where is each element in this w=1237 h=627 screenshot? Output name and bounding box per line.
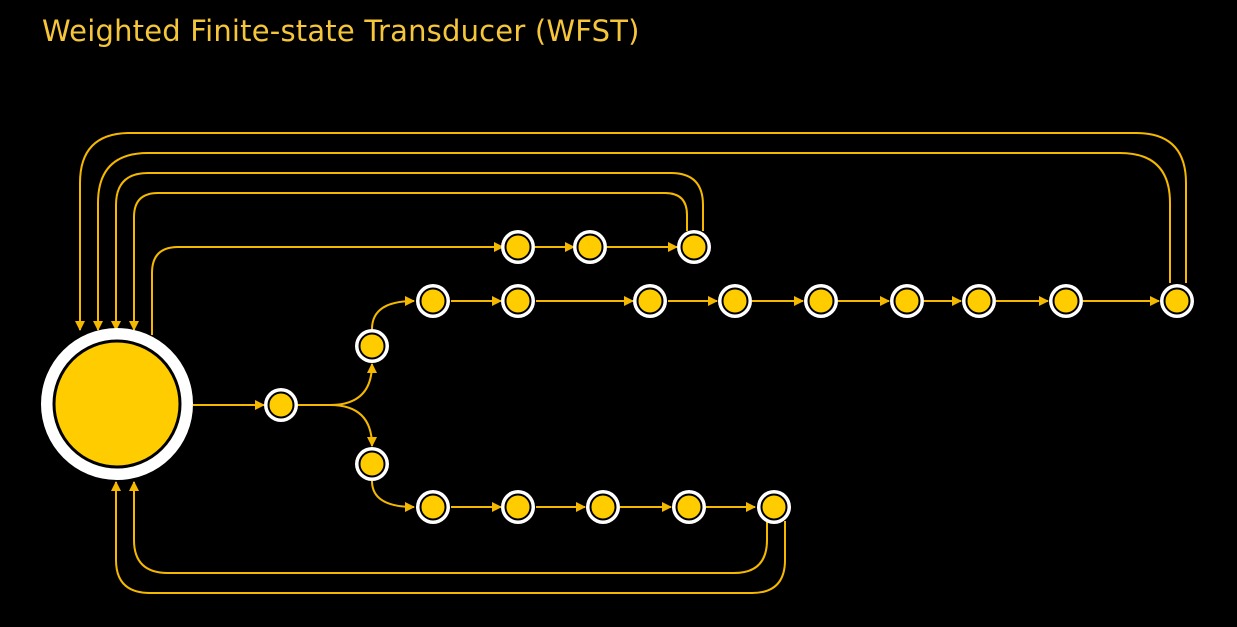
edge-middle-split-to-1 <box>371 296 415 330</box>
state-middle-2 <box>501 284 535 318</box>
state-lower-final <box>757 490 791 524</box>
edge-lower-split-to-1 <box>371 480 415 512</box>
state-middle-5 <box>804 284 838 318</box>
state-upper-2 <box>573 230 607 264</box>
loopback-edge-lower-final <box>129 481 768 574</box>
state-middle-1 <box>416 284 450 318</box>
loopback-edge-lower-final-2 <box>111 481 786 594</box>
state-lower-4 <box>672 490 706 524</box>
state-middle-split <box>355 329 389 363</box>
state-middle-3 <box>633 284 667 318</box>
state-middle-final <box>1160 284 1194 318</box>
start-state-core <box>52 339 182 469</box>
slide-title: Weighted Finite-state Transducer (WFST) <box>42 14 640 48</box>
state-middle-4 <box>718 284 752 318</box>
loopback-edge-middle-final-2 <box>93 152 1171 331</box>
loopback-edge-middle-final <box>75 132 1187 331</box>
edge-hub-to-middle <box>297 363 377 406</box>
transition-edges <box>75 132 1187 594</box>
loopback-edge-upper-final-2 <box>129 192 688 331</box>
edge-start-to-upper <box>151 242 504 335</box>
state-lower-split <box>355 447 389 481</box>
state-middle-8 <box>1049 284 1083 318</box>
states <box>41 230 1194 524</box>
state-lower-3 <box>586 490 620 524</box>
state-middle-6 <box>890 284 924 318</box>
edge-hub-to-lower <box>297 404 377 447</box>
state-middle-7 <box>962 284 996 318</box>
state-upper-1 <box>501 230 535 264</box>
state-lower-2 <box>501 490 535 524</box>
state-hub <box>264 388 298 422</box>
state-lower-1 <box>416 490 450 524</box>
state-upper-final <box>677 230 711 264</box>
loopback-edge-upper-final <box>111 172 704 331</box>
